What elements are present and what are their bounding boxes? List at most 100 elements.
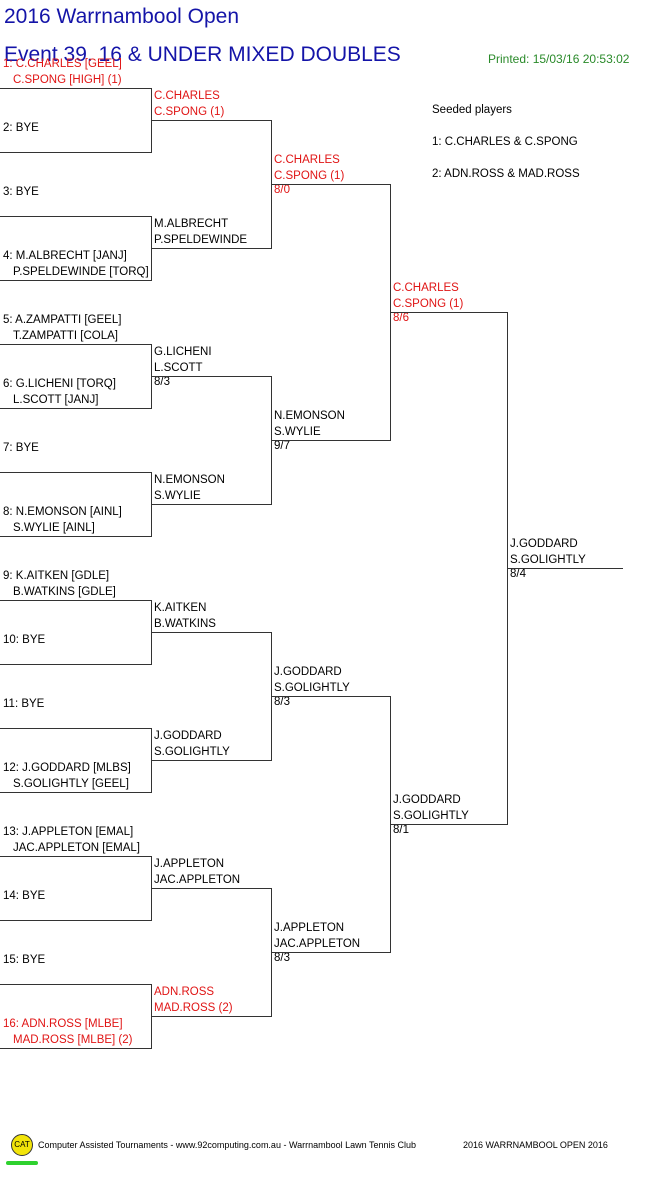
entry-line (0, 1048, 151, 1049)
entry-line2: C.SPONG (1) (154, 106, 225, 118)
entry-line (151, 1016, 271, 1017)
entry-line (0, 408, 151, 409)
entry-line2: S.GOLIGHTLY (274, 682, 350, 694)
seed-item: 2: ADN.ROSS & MAD.ROSS (432, 168, 580, 180)
entry-line2: T.ZAMPATTI [COLA] (13, 330, 118, 342)
entry-line (507, 568, 623, 569)
entry-line (390, 312, 507, 313)
entry-line (0, 152, 151, 153)
entry-line2: B.WATKINS [GDLE] (13, 586, 116, 598)
entry-line (0, 280, 151, 281)
entry-line (151, 632, 271, 633)
entry-line1: J.GODDARD (510, 538, 578, 550)
entry-line2: S.WYLIE (154, 490, 201, 502)
event-title: Event 39. 16 & UNDER MIXED DOUBLES (4, 43, 401, 66)
entry-line (0, 344, 151, 345)
entry-line (390, 824, 507, 825)
entry-line2: S.GOLIGHTLY (154, 746, 230, 758)
entry-line2: MAD.ROSS (2) (154, 1002, 233, 1014)
match-score: 8/6 (393, 312, 409, 324)
entry-line2: S.WYLIE [AINL] (13, 522, 95, 534)
footer-event: 2016 WARRNAMBOOL OPEN 2016 (463, 1140, 608, 1150)
entry-line2: C.SPONG [HIGH] (1) (13, 74, 122, 86)
match-score: 8/4 (510, 568, 526, 580)
entry-line (271, 440, 390, 441)
entry-line (0, 664, 151, 665)
entry-line2: S.GOLIGHTLY (510, 554, 586, 566)
entry-line (271, 696, 390, 697)
entry-line2: JAC.APPLETON (154, 874, 241, 886)
entry-line1: J.APPLETON (274, 922, 345, 934)
entry-line2: JAC.APPLETON (274, 938, 361, 950)
entry-line (151, 248, 271, 249)
entry-line1: J.GODDARD (393, 794, 461, 806)
entry-line1: 15: BYE (3, 954, 46, 966)
entry-line (0, 600, 151, 601)
entry-line1: 1: C.CHARLES [GEEL] (3, 58, 122, 70)
match-score: 8/3 (274, 696, 290, 708)
entry-line (151, 760, 271, 761)
entry-line1: 12: J.GODDARD [MLBS] (3, 762, 131, 774)
entry-line (151, 888, 271, 889)
entry-line (271, 952, 390, 953)
entry-line (0, 856, 151, 857)
entry-line1: 11: BYE (3, 698, 45, 710)
entry-line (151, 120, 271, 121)
entry-line (0, 536, 151, 537)
entry-line2: L.SCOTT (154, 362, 203, 374)
entry-line1: K.AITKEN (154, 602, 207, 614)
entry-line1: 13: J.APPLETON [EMAL] (3, 826, 134, 838)
entry-line2: S.GOLIGHTLY (393, 810, 469, 822)
entry-line1: C.CHARLES (393, 282, 459, 294)
entry-line1: C.CHARLES (154, 90, 220, 102)
entry-line2: MAD.ROSS [MLBE] (2) (13, 1034, 133, 1046)
cat-logo: CAT (11, 1134, 33, 1156)
match-score: 8/0 (274, 184, 290, 196)
entry-line2: JAC.APPLETON [EMAL] (13, 842, 140, 854)
entry-line1: 5: A.ZAMPATTI [GEEL] (3, 314, 122, 326)
entry-line (0, 216, 151, 217)
entry-line2: B.WATKINS (154, 618, 216, 630)
entry-line (0, 984, 151, 985)
seeded-heading: Seeded players (432, 104, 512, 116)
entry-line2: C.SPONG (1) (274, 170, 345, 182)
entry-line2: P.SPELDEWINDE [TORQ] (13, 266, 149, 278)
entry-line1: J.GODDARD (274, 666, 342, 678)
entry-line1: 7: BYE (3, 442, 39, 454)
entry-line1: ADN.ROSS (154, 986, 215, 998)
entry-line (271, 184, 390, 185)
entry-line2: S.WYLIE (274, 426, 321, 438)
entry-line (0, 88, 151, 89)
entry-line1: J.APPLETON (154, 858, 225, 870)
match-score: 9/7 (274, 440, 290, 452)
match-score: 8/3 (154, 376, 170, 388)
entry-line (0, 728, 151, 729)
seed-item: 1: C.CHARLES & C.SPONG (432, 136, 578, 148)
footer-credits: Computer Assisted Tournaments - www.92co… (38, 1140, 417, 1150)
entry-line1: 10: BYE (3, 634, 46, 646)
entry-line (0, 472, 151, 473)
entry-line1: 2: BYE (3, 122, 39, 134)
entry-line1: N.EMONSON (274, 410, 345, 422)
entry-line1: 3: BYE (3, 186, 39, 198)
logo-underline (6, 1161, 38, 1165)
entry-line1: 8: N.EMONSON [AINL] (3, 506, 122, 518)
entry-line2: S.GOLIGHTLY [GEEL] (13, 778, 129, 790)
match-score: 8/3 (274, 952, 290, 964)
entry-line (151, 376, 271, 377)
entry-line1: 6: G.LICHENI [TORQ] (3, 378, 116, 390)
entry-line1: G.LICHENI (154, 346, 212, 358)
match-score: 8/1 (393, 824, 409, 836)
entry-line (151, 504, 271, 505)
entry-line1: J.GODDARD (154, 730, 222, 742)
entry-line2: L.SCOTT [JANJ] (13, 394, 99, 406)
entry-line1: N.EMONSON (154, 474, 225, 486)
entry-line1: 4: M.ALBRECHT [JANJ] (3, 250, 127, 262)
entry-line2: P.SPELDEWINDE (154, 234, 248, 246)
entry-line1: C.CHARLES (274, 154, 340, 166)
entry-line (0, 920, 151, 921)
entry-line1: 9: K.AITKEN [GDLE] (3, 570, 110, 582)
printed-timestamp: Printed: 15/03/16 20:53:02 (488, 52, 630, 66)
tournament-title: 2016 Warrnambool Open (4, 5, 240, 28)
entry-line1: 14: BYE (3, 890, 46, 902)
